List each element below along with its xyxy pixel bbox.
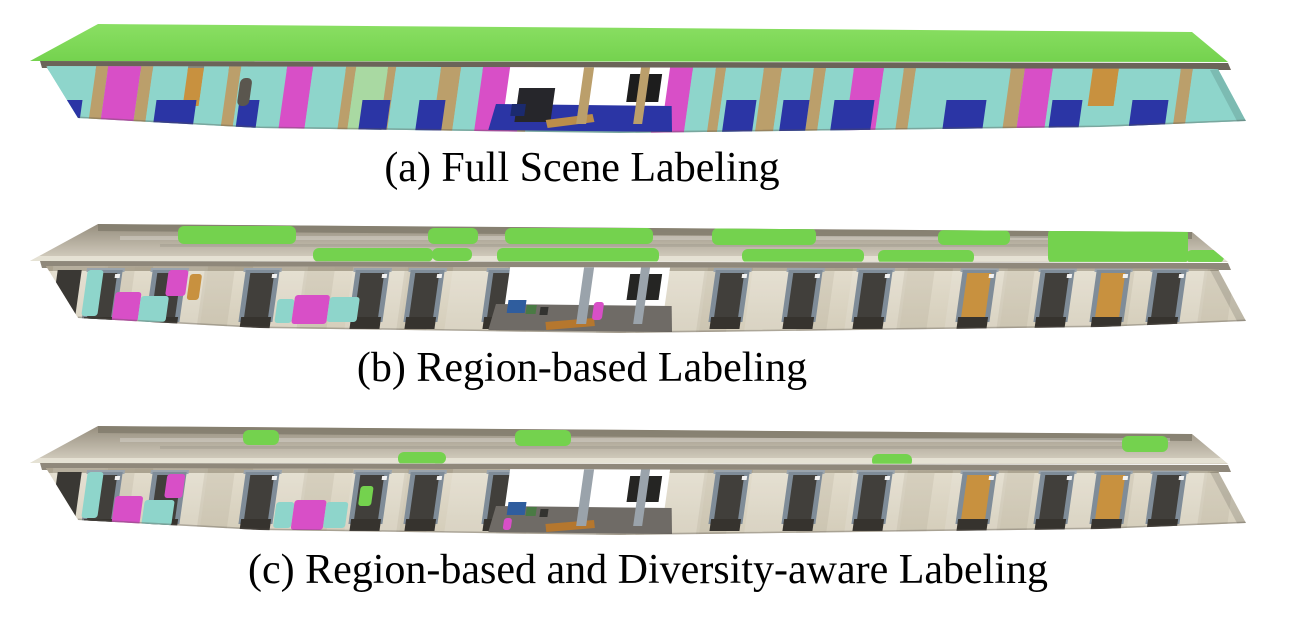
caption-a-text: (a) Full Scene Labeling (384, 145, 780, 191)
caption-a: (a) Full Scene Labeling (0, 144, 1230, 196)
full-scene-labeling-render (30, 24, 1246, 133)
scene-row-c: (c) Region-based and Diversity-aware Lab… (0, 406, 1296, 606)
labeling-comparison-figure: (a) Full Scene Labeling (b) Region-based… (0, 4, 1296, 606)
caption-b-text: (b) Region-based Labeling (356, 345, 808, 391)
region-diversity-labeling-render (30, 426, 1246, 535)
caption-b: (b) Region-based Labeling (0, 344, 1230, 396)
scene-row-b: (b) Region-based Labeling (0, 204, 1296, 396)
caption-c: (c) Region-based and Diversity-aware Lab… (0, 546, 1296, 606)
caption-c-text: (c) Region-based and Diversity-aware Lab… (247, 547, 1048, 593)
region-based-labeling-render (30, 224, 1246, 333)
scene-row-a: (a) Full Scene Labeling (0, 4, 1296, 196)
